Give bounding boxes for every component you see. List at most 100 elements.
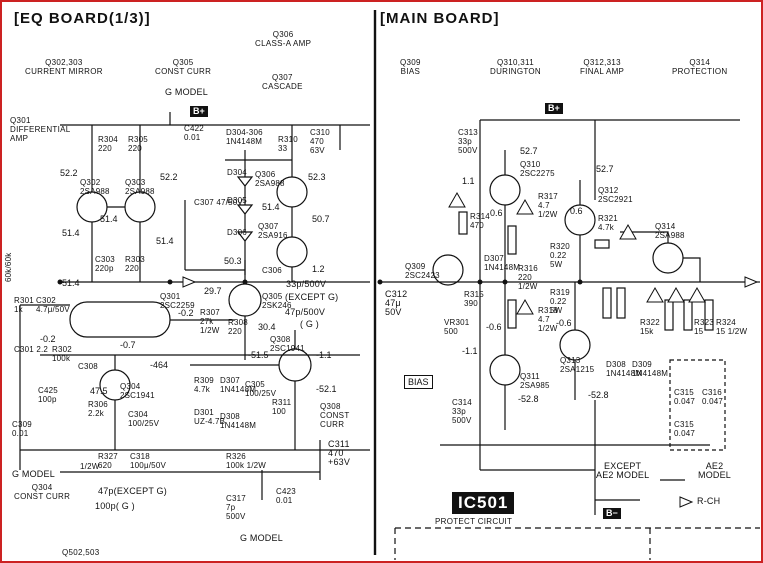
voltage-51-4-a: 51.4 [100, 214, 118, 224]
voltage-29-7: 29.7 [204, 286, 222, 296]
voltage-1-2: 1.2 [312, 264, 325, 274]
voltage-50-7: 50.7 [312, 214, 330, 224]
voltage-52-2-a: 52.2 [60, 168, 78, 178]
c307-label: C307 47/50V [194, 198, 243, 207]
voltage-neg-51-5: -51.5 [248, 350, 269, 360]
voltage-1-1: 1.1 [462, 176, 475, 186]
voltage-0-6-b: 0.6 [570, 206, 583, 216]
cap-47p-note: 47p/500V [285, 307, 326, 317]
voltage-neg-0-6-b: -0.6 [556, 318, 572, 328]
voltage-52-3: 52.3 [308, 172, 326, 182]
main-board-title: [MAIN BOARD] [380, 10, 500, 27]
d305-label: D305 [227, 196, 247, 205]
rch-label: R-CH [697, 496, 721, 506]
voltage-neg-52-8-a: -52.8 [518, 394, 539, 404]
d306-label: D306 [227, 228, 247, 237]
r327-watt-label: 1/2W [80, 462, 100, 471]
voltage-50-3: 50.3 [224, 256, 242, 266]
voltage-neg-52-1: -52.1 [316, 384, 337, 394]
voltage-52-7-b: 52.7 [596, 164, 614, 174]
eq-board-title: [EQ BOARD(1/3)] [14, 10, 151, 27]
voltage-51-4-e: 51.4 [62, 278, 80, 288]
except-g-47p-note: 47p(EXCEPT G) [98, 486, 167, 496]
voltage-neg-0-7: -0.7 [120, 340, 136, 350]
bplus-eq-badge: B+ [190, 106, 208, 117]
except-g-note: (EXCEPT G) [285, 292, 339, 302]
voltage-30-4: 30.4 [258, 322, 276, 332]
bias-box: BIAS [404, 375, 433, 389]
voltage-51-4-c: 51.4 [156, 236, 174, 246]
voltage-neg-464: -464 [150, 360, 169, 370]
c301-label: C301 2.2 [14, 345, 49, 354]
voltage-51-4-d: 51.4 [262, 202, 280, 212]
voltage-52-2-b: 52.2 [160, 172, 178, 182]
bplus-main-badge: B+ [545, 103, 563, 114]
g-100p-note: 100p( G ) [95, 501, 135, 511]
cap-g-note: ( G ) [300, 319, 319, 329]
g-model-top-note: G MODEL [165, 87, 208, 97]
g-model-left-note: G MODEL [12, 469, 55, 479]
voltage-neg-0-2-b: -0.2 [178, 308, 194, 318]
g-model-bottom-note: G MODEL [240, 533, 283, 543]
section-q502-503: Q502,503 [62, 548, 100, 557]
bminus-badge: B− [603, 508, 621, 519]
voltage-47-5: 47.5 [90, 386, 108, 396]
voltage-neg-1-1: -1.1 [316, 350, 332, 360]
c306-label: C306 [262, 266, 282, 275]
